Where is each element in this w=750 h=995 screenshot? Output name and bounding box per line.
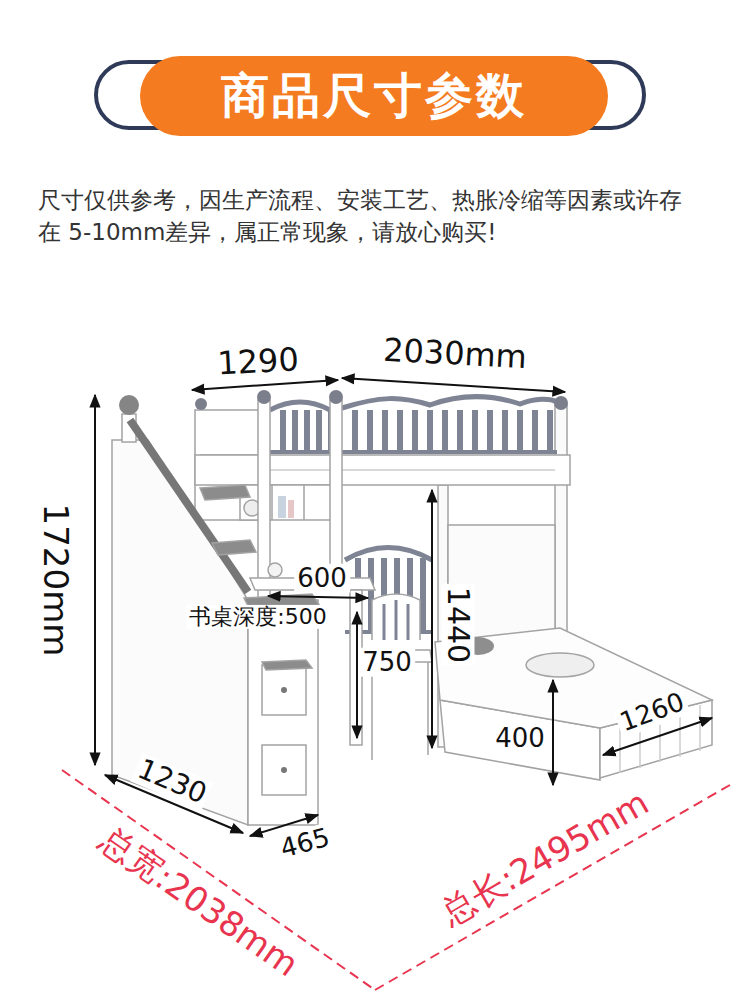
dimension-label: 750 bbox=[359, 648, 415, 677]
bunk-bed-drawing bbox=[240, 485, 335, 520]
guard-rail-balusters bbox=[532, 410, 538, 450]
dimension-label: 书桌深度:500 bbox=[186, 605, 329, 629]
bunk-bed-drawing bbox=[271, 485, 273, 520]
dimension-label: 1290 bbox=[216, 342, 299, 381]
bunk-bed-drawing bbox=[278, 496, 286, 518]
total-size-lines bbox=[62, 770, 730, 990]
bunk-bed-drawing bbox=[270, 469, 555, 471]
guard-rail-balusters bbox=[517, 410, 523, 450]
dimension-label: 1720mm bbox=[36, 504, 73, 657]
guard-rail-balusters bbox=[382, 410, 388, 450]
guard-rail-balusters bbox=[304, 410, 310, 450]
title-banner bbox=[140, 56, 608, 136]
bunk-bed-drawing bbox=[270, 450, 557, 454]
guard-rail-balusters bbox=[547, 410, 553, 450]
bunk-bed-drawing bbox=[281, 767, 287, 773]
note-text: 尺寸仅供参考，因生产流程、安装工艺、热胀冷缩等因素或许存在 5-10mm差异，属… bbox=[38, 184, 698, 248]
bunk-bed-drawing bbox=[329, 390, 343, 404]
guard-rail-balusters bbox=[457, 410, 463, 450]
guard-rail-balusters bbox=[427, 410, 433, 450]
bunk-bed-drawing bbox=[372, 594, 420, 640]
bunk-bed-drawing bbox=[262, 745, 306, 795]
bunk-bed-drawing bbox=[130, 420, 248, 592]
total-size-lines bbox=[62, 770, 375, 990]
bunk-bed-drawing bbox=[270, 402, 330, 410]
guard-rail-balusters bbox=[316, 410, 322, 450]
bunk-bed-drawing bbox=[281, 687, 287, 693]
bunk-bed-drawing bbox=[195, 398, 207, 410]
guard-rail-balusters bbox=[367, 410, 373, 450]
guard-rail-balusters bbox=[487, 410, 493, 450]
guard-rail-balusters bbox=[280, 410, 286, 450]
bunk-bed-drawing bbox=[248, 600, 318, 825]
bunk-bed-drawing bbox=[195, 455, 570, 485]
guard-rail-balusters bbox=[292, 410, 298, 450]
bunk-bed-drawing bbox=[303, 485, 305, 520]
bunk-bed-drawing bbox=[554, 396, 568, 410]
bunk-bed-drawing bbox=[112, 390, 712, 825]
bunk-bed-drawing bbox=[555, 405, 567, 645]
bunk-bed-drawing bbox=[342, 397, 557, 408]
bunk-bed-drawing bbox=[262, 665, 306, 715]
bunk-bed-drawing bbox=[257, 390, 271, 404]
guard-rail-balusters bbox=[412, 410, 418, 450]
bunk-bed-drawing bbox=[200, 485, 250, 500]
guard-rail-balusters bbox=[502, 410, 508, 450]
total-dimension: 总长:2495mm bbox=[432, 782, 657, 933]
dimension-lines bbox=[94, 395, 96, 765]
guard-rail-balusters bbox=[472, 410, 478, 450]
dimension-lines bbox=[192, 380, 338, 390]
dimension-label: 2030mm bbox=[382, 333, 527, 376]
bunk-bed-drawing bbox=[427, 662, 429, 755]
dimension-lines bbox=[95, 378, 712, 836]
bunk-bed-drawing bbox=[268, 563, 282, 577]
dimension-label: 600 bbox=[294, 564, 350, 593]
bunk-bed-drawing bbox=[699, 705, 701, 751]
total-size-lines bbox=[375, 785, 730, 990]
dimension-label: 1440 bbox=[442, 584, 475, 666]
bunk-bed-drawing bbox=[371, 662, 373, 760]
bunk-bed-drawing bbox=[288, 500, 294, 518]
dimension-label: 465 bbox=[274, 822, 335, 864]
bunk-bed-drawing bbox=[383, 604, 386, 640]
bunk-bed-drawing bbox=[212, 540, 256, 555]
bunk-bed-drawing bbox=[330, 400, 342, 590]
title-text: 商品尺寸参数 bbox=[140, 56, 608, 136]
guard-rail-balusters bbox=[352, 410, 358, 450]
guard-rail-balusters bbox=[280, 410, 553, 450]
dimension-lines bbox=[342, 378, 565, 392]
guard-rail-balusters bbox=[420, 558, 426, 630]
dimension-lines bbox=[552, 680, 554, 785]
dimension-lines bbox=[268, 596, 368, 598]
guard-rail-balusters bbox=[397, 410, 403, 450]
bunk-bed-drawing bbox=[262, 660, 312, 670]
dimension-lines bbox=[431, 490, 433, 748]
title-banner bbox=[96, 56, 644, 136]
guard-rail-balusters bbox=[442, 410, 448, 450]
total-dimension: 总宽:2038mm bbox=[91, 818, 308, 985]
bunk-bed-drawing bbox=[407, 604, 410, 640]
dimension-lines bbox=[356, 612, 358, 738]
bunk-bed-drawing bbox=[526, 653, 594, 677]
dimension-label: 400 bbox=[492, 724, 548, 753]
bunk-bed-drawing bbox=[119, 395, 139, 415]
bunk-bed-drawing bbox=[395, 600, 398, 640]
